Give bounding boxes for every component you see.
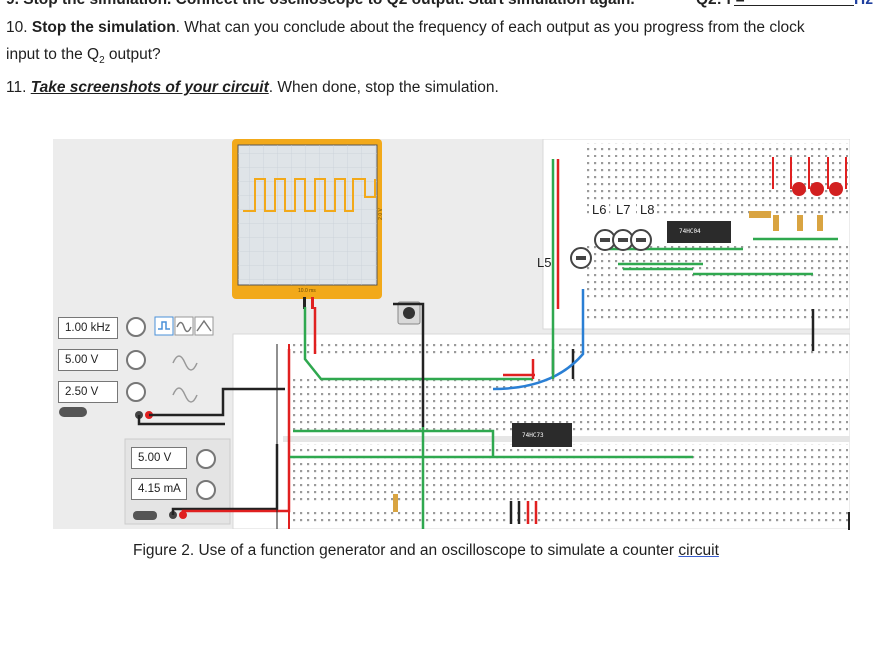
question-10-line-2: input to the Q2 output? — [6, 46, 161, 66]
figure-caption-text: Figure 2. Use of a function generator an… — [133, 542, 679, 559]
chip-74hc73-label: 74HC73 — [522, 432, 544, 439]
supply-voltage-field[interactable]: 5.00 V — [131, 447, 187, 469]
generator-amplitude-field[interactable]: 5.00 V — [58, 349, 118, 371]
circuit-schematic — [53, 139, 850, 529]
question-10-number: 10. — [6, 19, 32, 36]
led-label-l8: L8 — [637, 201, 658, 218]
chip-74hc04-label: 74HC04 — [679, 228, 701, 235]
led-label-l7: L7 — [613, 201, 634, 218]
question-11-number: 11. — [6, 79, 31, 96]
oscilloscope-time-scale: 10.0 ms — [298, 288, 316, 294]
question-11: 11. Take screenshots of your circuit. Wh… — [6, 79, 499, 97]
question-10-text: . What can you conclude about the freque… — [175, 19, 805, 36]
chip-74hc04-body — [667, 221, 731, 243]
previous-question-clipped: 9. Stop the simulation. Connect the osci… — [6, 0, 873, 9]
question-11-emphasis: Take screenshots of your circuit — [30, 79, 269, 96]
figure-caption-underlined: circuit — [678, 542, 719, 559]
circuit-figure: 1.00 kHz 5.00 V 2.50 V 5.00 V 4.15 mA 10… — [53, 139, 850, 529]
question-10-text-2: input to the Q — [6, 46, 100, 63]
oscilloscope-volt-scale: 2.0 V — [377, 208, 384, 220]
question-10-bold: Stop the simulation — [31, 19, 176, 36]
question-10-subscript: 2 — [99, 55, 105, 67]
figure-edge-mark — [848, 512, 850, 530]
chip-74hc73-body — [512, 423, 572, 447]
question-11-text: . When done, stop the simulation. — [268, 79, 499, 96]
answer-label: Q2: f = — [696, 0, 745, 9]
question-10-text-3: output? — [104, 46, 161, 63]
oscilloscope — [232, 139, 382, 309]
generator-frequency-field[interactable]: 1.00 kHz — [58, 317, 118, 339]
answer-unit: Hz — [854, 0, 873, 9]
led-label-l5: L5 — [537, 255, 552, 270]
question-10-line-1: 10. Stop the simulation. What can you co… — [6, 19, 805, 37]
led-row — [393, 157, 847, 512]
answer-blank — [734, 5, 854, 6]
generator-offset-field[interactable]: 2.50 V — [58, 381, 118, 403]
figure-caption: Figure 2. Use of a function generator an… — [133, 542, 719, 560]
previous-question-text: 9. Stop the simulation. Connect the osci… — [6, 0, 635, 8]
led-label-l6: L6 — [589, 201, 610, 218]
supply-current-field[interactable]: 4.15 mA — [131, 478, 187, 500]
